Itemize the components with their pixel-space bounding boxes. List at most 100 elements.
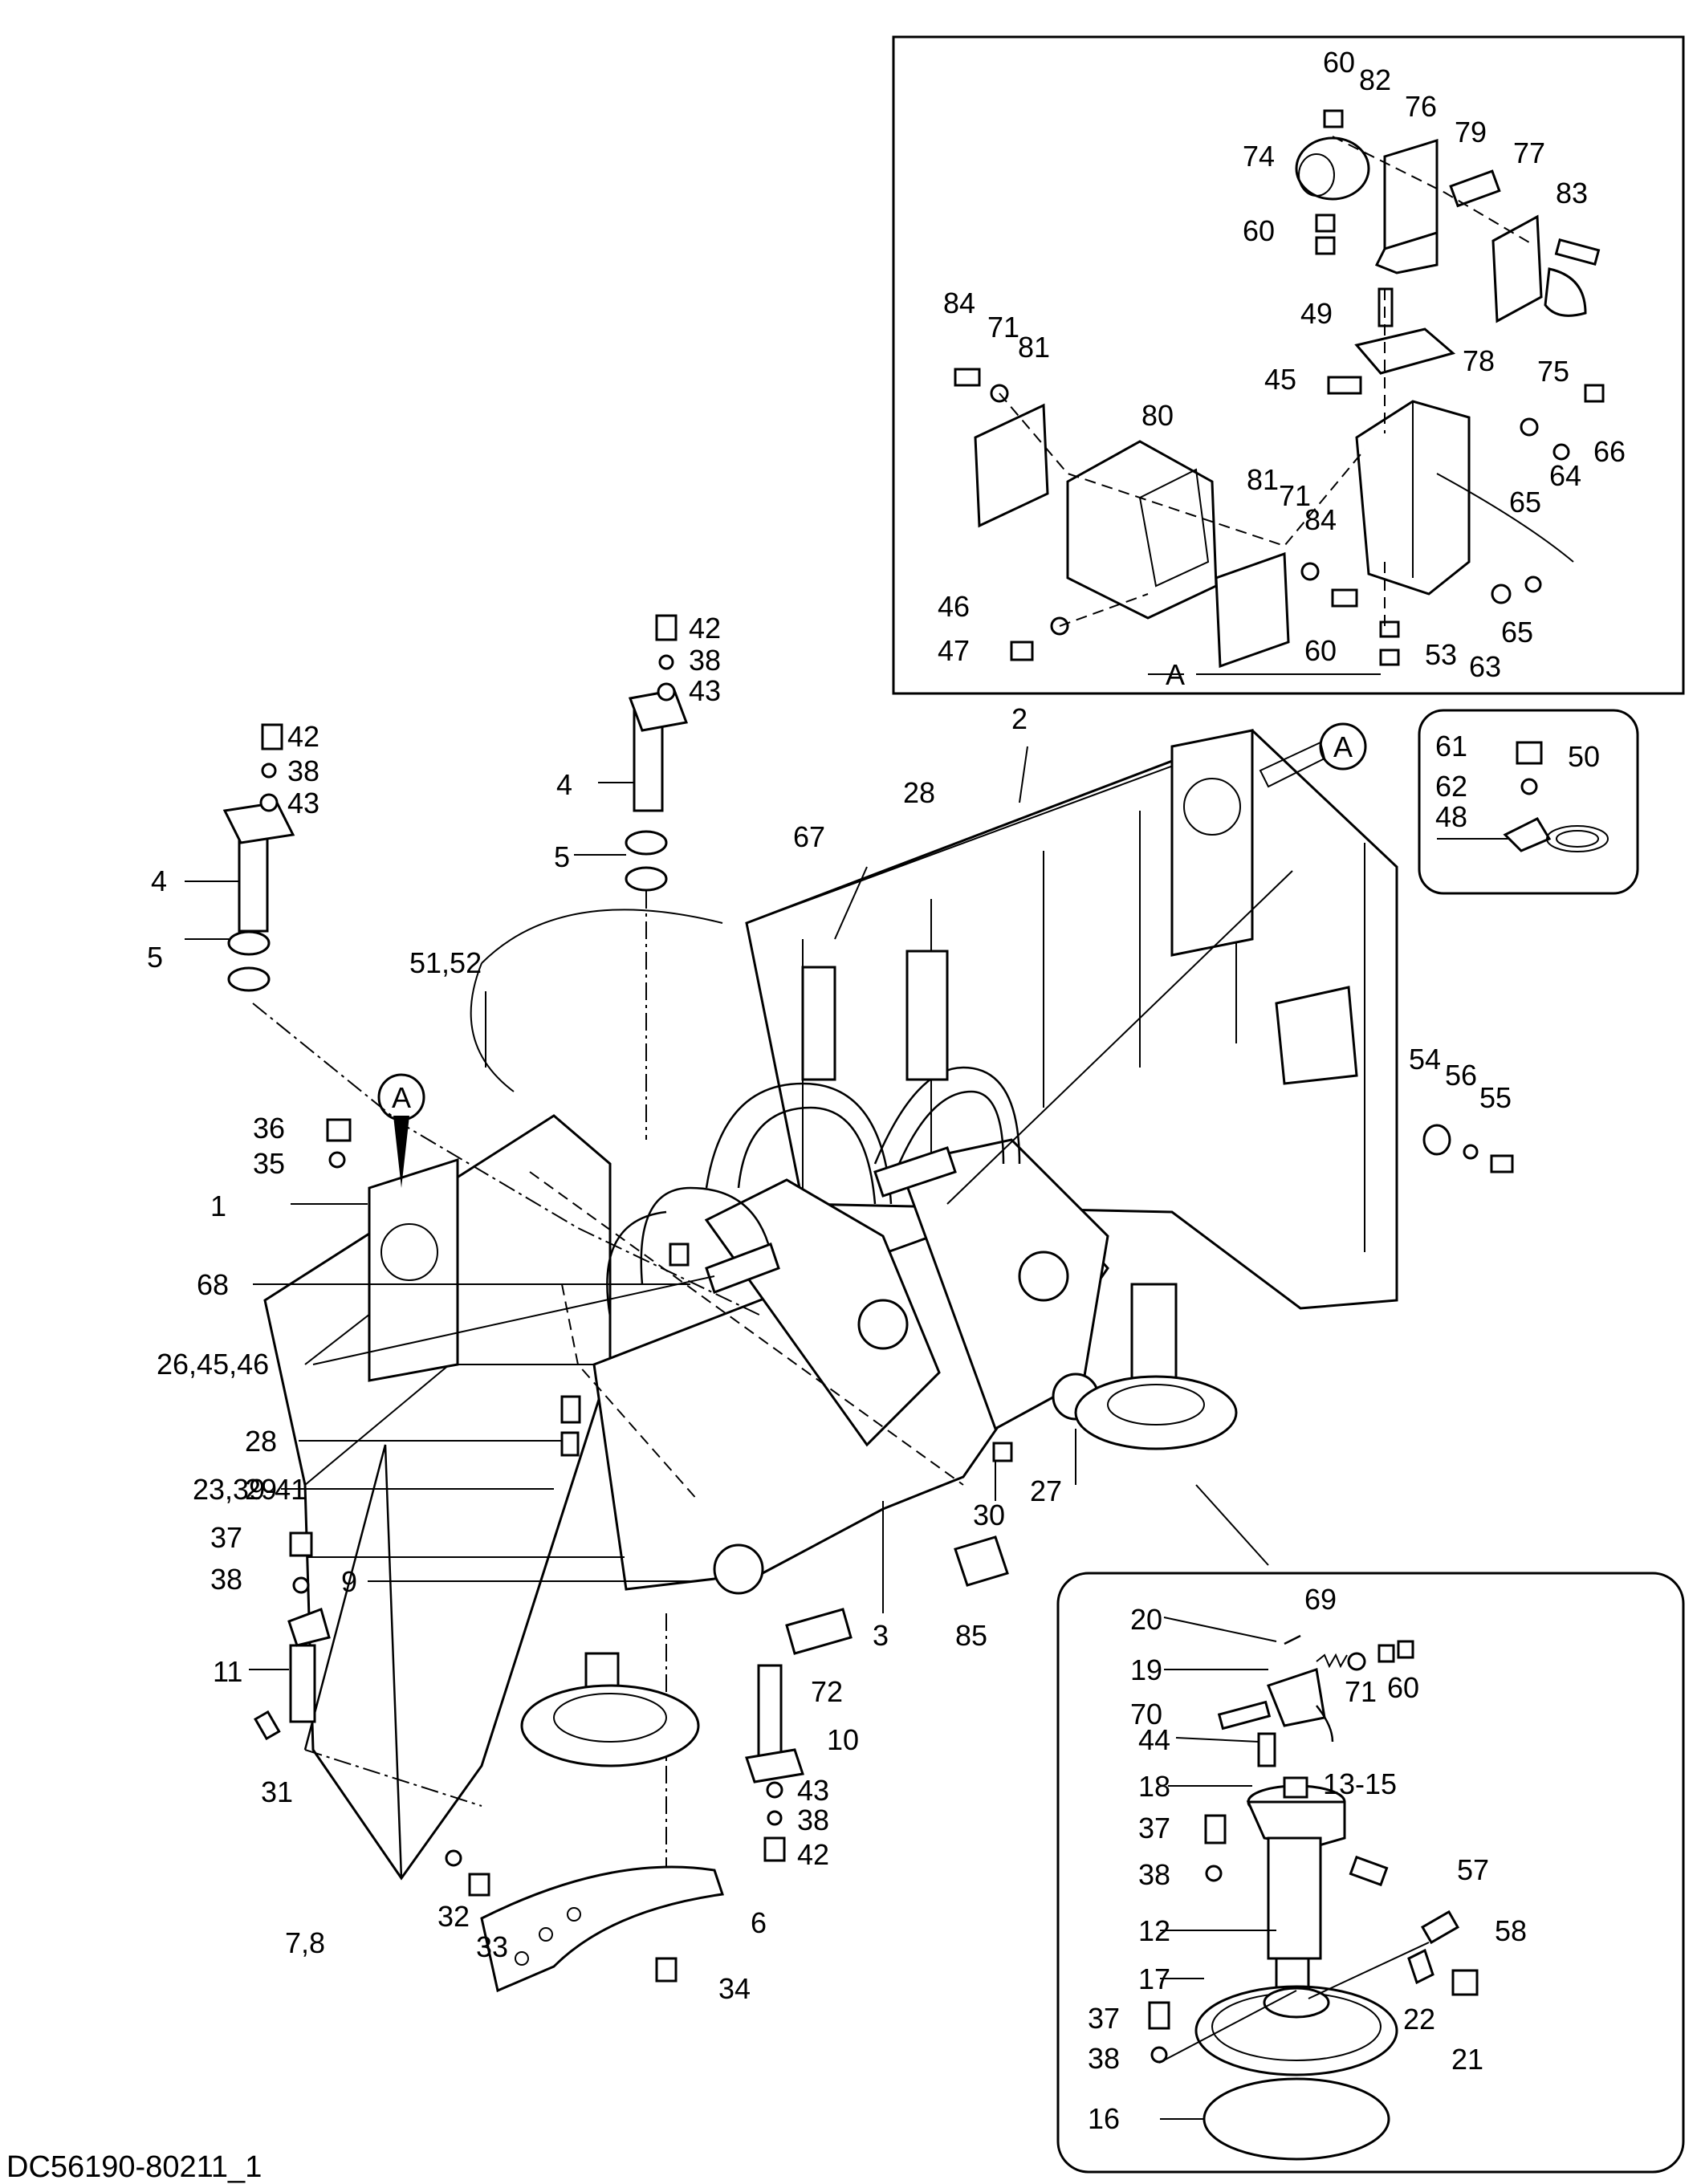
fitting-29 bbox=[560, 1431, 580, 1457]
callout: 23,39-41 bbox=[193, 1473, 307, 1506]
callout: 5 bbox=[147, 941, 163, 974]
washer-38-center bbox=[658, 654, 674, 670]
spindle-housing bbox=[1267, 1836, 1322, 1960]
plate-77 bbox=[1491, 214, 1543, 323]
callout: 48 bbox=[1435, 800, 1467, 833]
washer-71c bbox=[1347, 1652, 1366, 1671]
callout: 3 bbox=[873, 1619, 889, 1652]
callout: 38 bbox=[797, 1804, 829, 1836]
callout: 81 bbox=[1247, 463, 1279, 496]
bolt-42-lower bbox=[763, 1836, 786, 1862]
callout: 38 bbox=[287, 754, 319, 787]
hose-28 bbox=[873, 1066, 1021, 1165]
nut-60c bbox=[1379, 620, 1400, 638]
callout: 65 bbox=[1501, 616, 1533, 649]
bolt-42-left bbox=[261, 723, 283, 750]
callout: 78 bbox=[1463, 344, 1495, 377]
nut-60d bbox=[1377, 1644, 1395, 1663]
washer-64 bbox=[1552, 443, 1570, 461]
callout: 55 bbox=[1479, 1081, 1512, 1114]
washer-71b bbox=[1300, 562, 1320, 581]
bushing-5-center-a bbox=[625, 830, 668, 856]
washer-22 bbox=[1407, 1948, 1434, 1985]
callout: 38 bbox=[1088, 2042, 1120, 2075]
bolt-55 bbox=[1490, 1154, 1514, 1173]
lamp-housing-left bbox=[368, 1157, 459, 1382]
callout: 43 bbox=[287, 787, 319, 820]
callout: 45 bbox=[1264, 363, 1296, 396]
bracket-76 bbox=[1383, 138, 1439, 251]
nut-60b bbox=[1315, 214, 1336, 233]
pin-11 bbox=[289, 1644, 316, 1723]
bolt-34 bbox=[655, 1957, 678, 1983]
callout: 12 bbox=[1138, 1914, 1170, 1947]
nut-36 bbox=[326, 1118, 352, 1142]
main-assembly bbox=[222, 614, 1514, 1993]
callout: 77 bbox=[1513, 136, 1545, 169]
callout: 68 bbox=[197, 1268, 229, 1301]
nut-33 bbox=[468, 1873, 490, 1897]
bolt-42-center bbox=[655, 614, 678, 641]
hose-67 bbox=[705, 1082, 893, 1205]
arm-right bbox=[897, 1138, 1109, 1431]
callout: 42 bbox=[287, 720, 319, 753]
callout: 63 bbox=[1469, 650, 1501, 683]
callout: 4 bbox=[151, 864, 167, 897]
plate-16 bbox=[1203, 2077, 1390, 2161]
callout: 13-15 bbox=[1323, 1767, 1397, 1800]
bolt-45 bbox=[1327, 376, 1362, 395]
callout: 5 bbox=[554, 840, 570, 873]
washer-32 bbox=[445, 1849, 462, 1867]
washer-38-lower bbox=[767, 1810, 783, 1826]
callout: 53 bbox=[1425, 638, 1457, 671]
callout: 36 bbox=[253, 1112, 285, 1145]
lamp-75 bbox=[1544, 267, 1587, 317]
callout: 82 bbox=[1359, 63, 1391, 96]
skid-shoe-6 bbox=[480, 1865, 724, 1993]
callout: 54 bbox=[1409, 1043, 1441, 1076]
valve-block-26 bbox=[705, 1242, 780, 1294]
callout: 27 bbox=[1030, 1474, 1062, 1507]
drawing-code: DC56190-80211_1 bbox=[6, 2150, 262, 2184]
washer-38-left bbox=[261, 763, 277, 779]
spring-69 bbox=[1316, 1653, 1348, 1669]
callout: 18 bbox=[1138, 1770, 1170, 1803]
detail-markers: A A bbox=[377, 722, 1367, 1121]
callout: 60 bbox=[1304, 634, 1337, 667]
callout: 34 bbox=[718, 1972, 751, 2005]
cover-80 bbox=[1066, 440, 1218, 620]
marker-a-right-label: A bbox=[1333, 730, 1353, 763]
washer-43-left bbox=[259, 793, 279, 812]
washer-56 bbox=[1463, 1144, 1479, 1160]
callout: 57 bbox=[1457, 1853, 1489, 1886]
callout: 72 bbox=[811, 1675, 843, 1708]
pad-85 bbox=[954, 1535, 1009, 1587]
nut-60a bbox=[1323, 109, 1344, 128]
callout: 20 bbox=[1130, 1603, 1162, 1636]
washer-65b bbox=[1524, 575, 1542, 593]
bushing-5-left-a bbox=[227, 930, 271, 956]
callout: A bbox=[1166, 658, 1185, 691]
callout: 22 bbox=[1403, 2003, 1435, 2036]
callout: 81 bbox=[1018, 331, 1050, 364]
callout: 76 bbox=[1405, 90, 1437, 123]
caster-left-disc bbox=[520, 1684, 700, 1767]
callout: 2 bbox=[1011, 702, 1028, 735]
washer-62 bbox=[1520, 778, 1538, 795]
callout: 62 bbox=[1435, 770, 1467, 803]
marker-a-left-label: A bbox=[392, 1081, 411, 1114]
callout: 44 bbox=[1138, 1723, 1170, 1756]
fitting-68 bbox=[669, 1242, 690, 1267]
lever-19 bbox=[1267, 1668, 1326, 1727]
callout: 61 bbox=[1435, 730, 1467, 763]
fitting-30 bbox=[992, 1442, 1013, 1462]
bolt-83 bbox=[1554, 238, 1601, 266]
callout: 79 bbox=[1455, 116, 1487, 148]
callout: 69 bbox=[1304, 1583, 1337, 1616]
callout: 38 bbox=[1138, 1858, 1170, 1891]
bushing-5-center-b bbox=[625, 866, 668, 892]
washer-65a bbox=[1520, 417, 1539, 437]
bolt-84a bbox=[954, 368, 981, 387]
callout: 28 bbox=[903, 776, 935, 809]
